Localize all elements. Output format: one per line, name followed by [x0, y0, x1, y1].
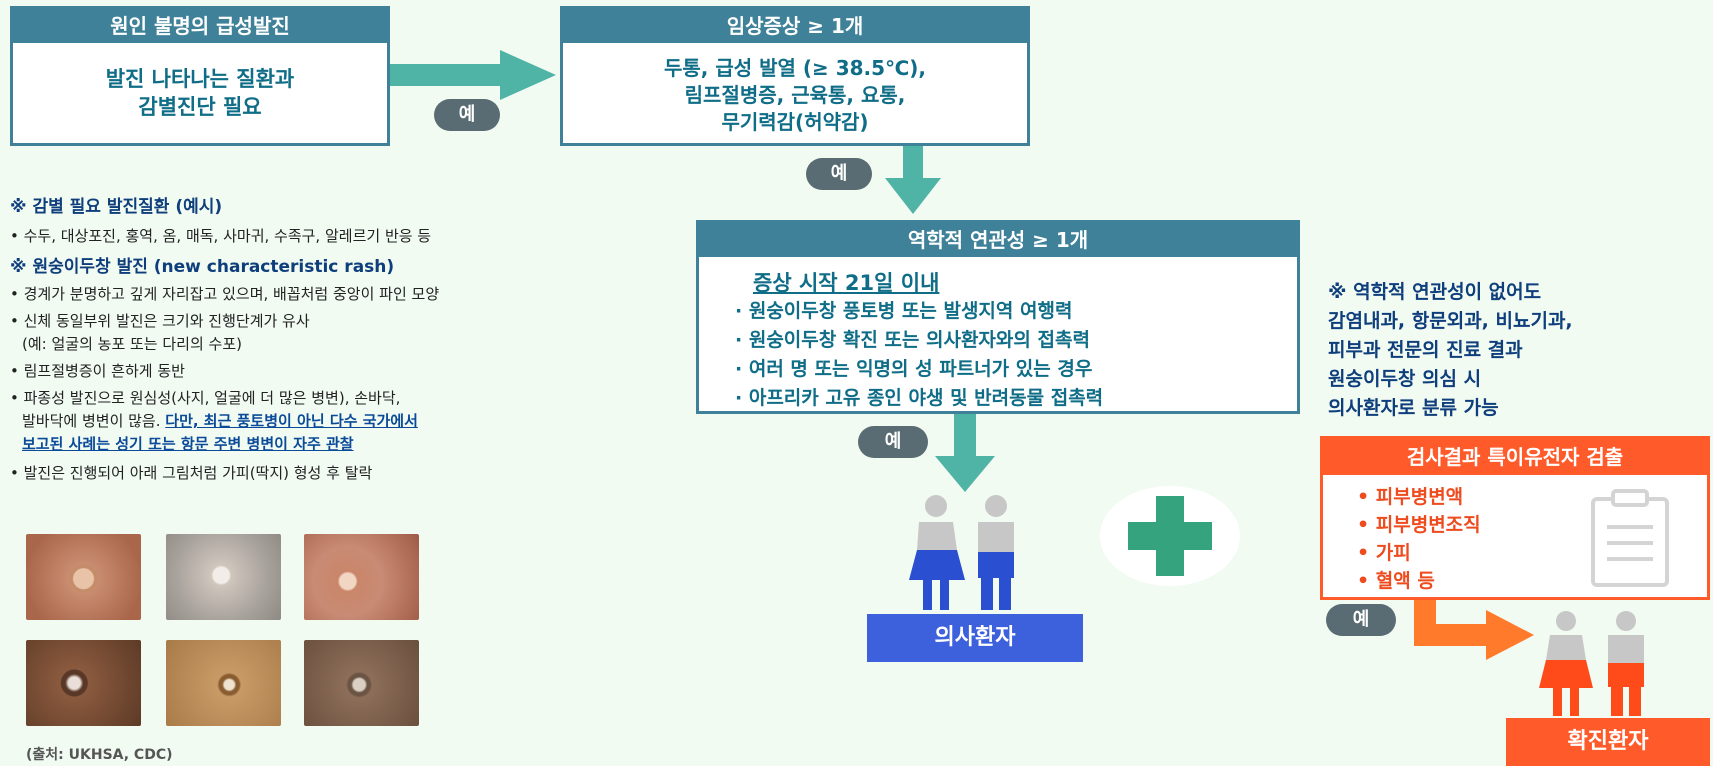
rash-box-line-1: 발진 나타나는 질환과: [105, 67, 295, 91]
clipboard-icon: [1591, 489, 1669, 587]
symptoms-line-1: 두통, 급성 발열 (≥ 38.5℃),: [663, 56, 927, 80]
skin-lesion-photo-2: [166, 534, 281, 620]
epi-item-1: · 원숭이두창 풍토병 또는 발생지역 여행력: [735, 300, 1073, 322]
rash-notes: ※ 감별 필요 발진질환 (예시) • 수두, 대상포진, 홍역, 옴, 매독,…: [10, 196, 660, 485]
note-line-5: 의사환자로 분류 가능: [1328, 397, 1499, 419]
suspected-patient-label: 의사환자: [867, 614, 1083, 662]
yes-badge-4: 예: [1326, 604, 1396, 636]
note-line-2: 감염내과, 항문외과, 비뇨기과,: [1328, 310, 1573, 332]
yes-badge-2: 예: [806, 158, 872, 190]
skin-lesion-photo-5: [166, 640, 281, 726]
epi-item-4: · 아프리카 고유 종인 야생 및 반려동물 접촉력: [735, 387, 1104, 409]
skin-lesion-photo-4: [26, 640, 141, 726]
note-line-4: 원숭이두창 의심 시: [1328, 368, 1482, 390]
differential-heading: ※ 감별 필요 발진질환 (예시): [10, 197, 223, 217]
epidemiology-subtitle: 증상 시작 21일 이내: [753, 271, 940, 295]
skin-lesion-photo-6: [304, 640, 419, 726]
plus-icon: [1100, 486, 1240, 586]
epidemiology-box-header: 역학적 연관성 ≥ 1개: [699, 223, 1297, 257]
rash-bullet-4b: 발바닥에 병변이 많음.: [22, 412, 166, 430]
test-item-1: • 피부병변액: [1357, 486, 1464, 508]
yes-badge-3: 예: [858, 426, 928, 458]
symptoms-line-2: 림프절병증, 근육통, 요통,: [684, 83, 906, 107]
epidemiology-note: ※ 역학적 연관성이 없어도 감염내과, 항문외과, 비뇨기과, 피부과 전문의…: [1328, 278, 1573, 423]
rash-bullet-1: • 경계가 분명하고 깊게 자리잡고 있으며, 배꼽처럼 중앙이 파인 모양: [10, 285, 440, 303]
rash-bullet-2b: (예: 얼굴의 농포 또는 다리의 수포): [22, 335, 242, 353]
differential-list: • 수두, 대상포진, 홍역, 옴, 매독, 사마귀, 수족구, 알레르기 반응…: [10, 227, 432, 245]
test-item-2: • 피부병변조직: [1357, 514, 1481, 536]
rash-box: 원인 불명의 급성발진 발진 나타나는 질환과 감별진단 필요: [10, 6, 390, 146]
confirmed-patient-label: 확진환자: [1506, 718, 1710, 766]
test-item-4: • 혈액 등: [1357, 570, 1435, 592]
symptoms-box-header: 임상증상 ≥ 1개: [563, 9, 1027, 43]
arrow-orange: [1414, 600, 1534, 660]
rash-bullet-4a: • 파종성 발진으로 원심성(사지, 얼굴에 더 많은 병변), 손바닥,: [10, 389, 401, 407]
test-result-box: 검사결과 특이유전자 검출 • 피부병변액 • 피부병변조직 • 가피 • 혈액…: [1320, 436, 1710, 600]
rash-bullet-2a: • 신체 동일부위 발진은 크기와 진행단계가 유사: [10, 312, 310, 330]
arrow-down-2: [935, 414, 995, 492]
monkeypox-rash-heading: ※ 원숭이두창 발진 (new characteristic rash): [10, 257, 395, 277]
rash-bullet-4-underline-2: 보고된 사례는 성기 또는 항문 주변 병변이 자주 관찰: [22, 435, 354, 453]
source-note: (출처: UKHSA, CDC): [26, 747, 173, 763]
confirmed-people-icon: [1539, 611, 1644, 716]
rash-bullet-4-underline-1: 다만, 최근 풍토병이 아닌 다수 국가에서: [165, 412, 418, 430]
symptoms-line-3: 무기력감(허약감): [721, 110, 869, 134]
test-result-header: 검사결과 특이유전자 검출: [1323, 439, 1707, 475]
rash-bullet-5: • 발진은 진행되어 아래 그림처럼 가피(딱지) 형성 후 탈락: [10, 464, 373, 482]
rash-box-header: 원인 불명의 급성발진: [13, 9, 387, 43]
arrow-right-1: [390, 50, 556, 100]
people-icon: [909, 495, 1014, 610]
note-line-1: ※ 역학적 연관성이 없어도: [1328, 281, 1542, 303]
rash-bullet-3: • 림프절병증이 흔하게 동반: [10, 362, 185, 380]
rash-box-line-2: 감별진단 필요: [138, 95, 262, 119]
skin-lesion-photo-3: [304, 534, 419, 620]
note-line-3: 피부과 전문의 진료 결과: [1328, 339, 1523, 361]
epi-item-3: · 여러 명 또는 익명의 성 파트너가 있는 경우: [735, 358, 1093, 380]
epidemiology-box: 역학적 연관성 ≥ 1개 증상 시작 21일 이내 · 원숭이두창 풍토병 또는…: [696, 220, 1300, 414]
test-item-3: • 가피: [1357, 542, 1411, 564]
yes-badge-1: 예: [434, 99, 500, 131]
arrow-down-1: [885, 146, 941, 214]
skin-lesion-photo-1: [26, 534, 141, 620]
symptoms-box: 임상증상 ≥ 1개 두통, 급성 발열 (≥ 38.5℃), 림프절병증, 근육…: [560, 6, 1030, 146]
epi-item-2: · 원숭이두창 확진 또는 의사환자와의 접촉력: [735, 329, 1090, 351]
